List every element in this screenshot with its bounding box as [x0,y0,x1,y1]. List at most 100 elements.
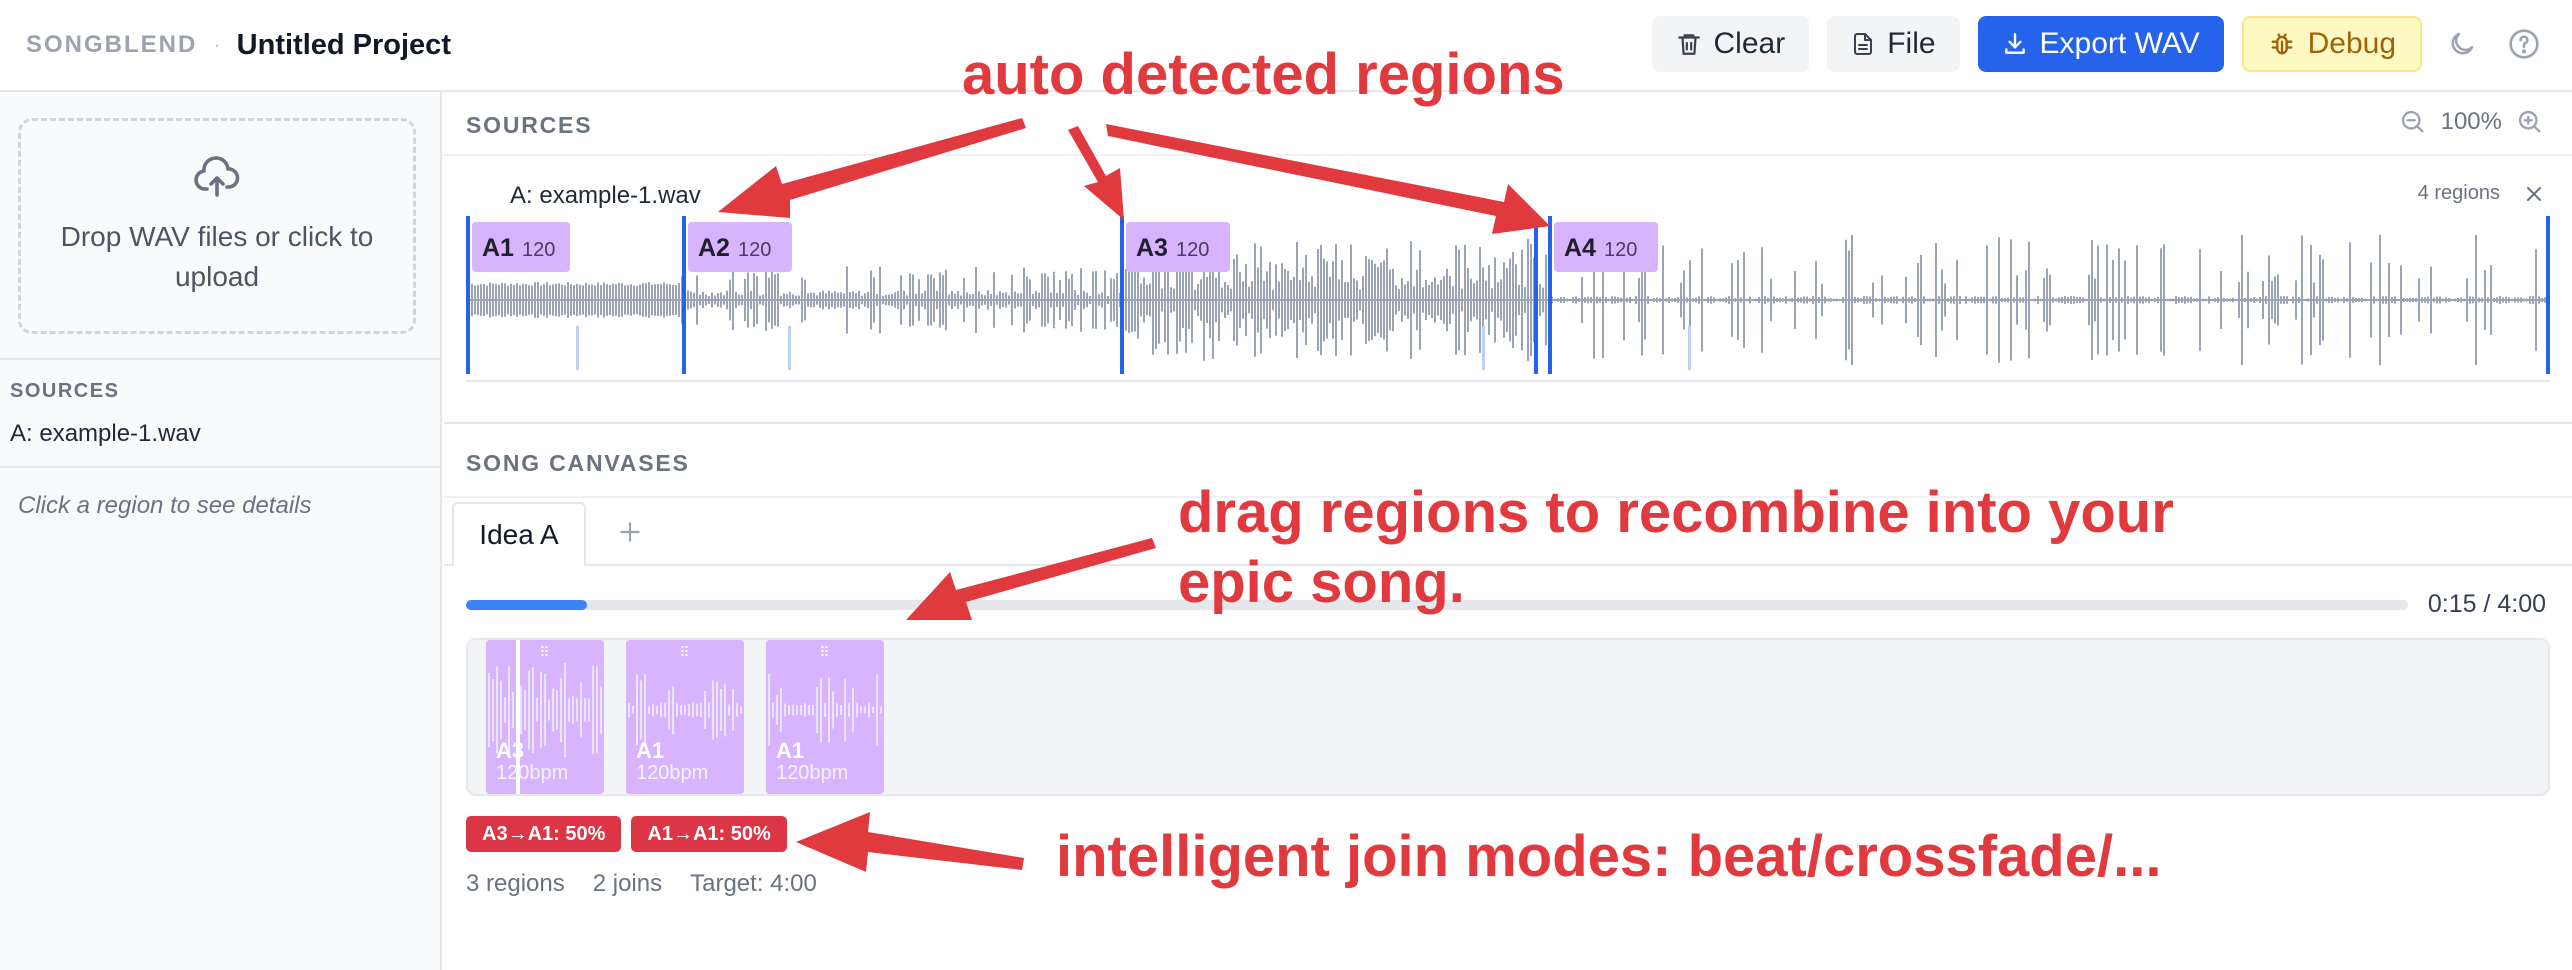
block-waveform-bar [728,704,730,716]
debug-button[interactable]: Debug [2241,16,2422,72]
playback-progress[interactable] [466,600,2408,610]
block-waveform-bar [740,706,742,714]
annotation-drag-regions-line2: epic song. [1178,550,1465,615]
add-canvas-button[interactable] [608,502,652,562]
block-waveform-bar [864,706,866,714]
region-label-box[interactable] [688,222,792,272]
export-wav-button[interactable]: Export WAV [1977,16,2224,72]
progress-fill [466,600,588,610]
block-waveform-bar [828,677,830,743]
block-waveform-bar [652,703,654,717]
region-label-box[interactable] [1126,222,1230,272]
join-chip[interactable]: A3→A1: 50% [466,816,622,852]
annotation-join-modes: intelligent join modes: beat/crossfade/.… [1056,824,2162,889]
source-item[interactable]: A: example-1.wav [10,420,201,447]
sources-label: SOURCES [10,380,120,402]
playback-time: 0:15 / 4:00 [2427,590,2546,618]
canvas-block[interactable]: ⠿ A1 120bpm [626,640,744,794]
block-waveform-bar [644,674,646,746]
block-waveform-bar [716,681,718,739]
region-boundary[interactable] [2546,216,2550,374]
join-chip[interactable]: A1→A1: 50% [631,816,787,852]
region-boundary[interactable] [682,216,686,374]
region-name: A1 [482,234,514,262]
zoom-controls: 100% [2399,108,2544,136]
block-name: A1 [636,738,665,763]
drag-handle-icon[interactable]: ⠿ [819,644,831,660]
stat-regions: 3 regions [466,870,565,897]
block-waveform-bar [508,666,510,754]
tab-idea-a[interactable]: Idea A [452,502,586,566]
block-waveform-bar [520,685,522,735]
beat-tick [1688,326,1691,370]
trash-icon [1677,34,1700,55]
block-waveform-bar [504,697,506,723]
help-button[interactable] [2502,16,2546,72]
file-button[interactable]: File [1827,16,1960,72]
block-waveform-bar [784,703,786,717]
sidebar: Drop WAV files or click to upload SOURCE… [0,92,442,970]
block-waveform-bar [880,706,882,714]
beat-tick [1482,326,1485,370]
block-waveform-bar [876,674,878,746]
region-count: 4 regions [2417,182,2500,204]
block-waveform-bar [596,666,598,754]
canvas-block[interactable]: ⠿ A3 120bpm [486,640,604,794]
join-chips: A3→A1: 50% A1→A1: 50% [466,816,787,852]
block-waveform-bar [856,702,858,718]
upload-dropzone[interactable]: Drop WAV files or click to upload [18,118,416,334]
block-waveform-bar [840,705,842,715]
block-waveform-bar [640,680,642,740]
region-boundary[interactable] [1548,216,1552,374]
block-waveform-bar [872,706,874,714]
block-waveform-bar [656,705,658,715]
block-waveform-bar [512,691,514,729]
block-waveform-bar [544,674,546,746]
theme-toggle[interactable] [2440,16,2484,72]
region-label-box[interactable] [472,222,570,272]
block-waveform-bar [536,697,538,723]
drag-handle-icon[interactable]: ⠿ [539,644,551,660]
region-boundary[interactable] [1534,216,1538,374]
block-waveform-bar [776,695,778,725]
region-label-box[interactable] [1554,222,1658,272]
debug-label: Debug [2307,27,2396,60]
close-icon[interactable] [2524,184,2544,204]
song-canvas[interactable]: ⠿ A3 120bpm ⠿ A1 120bpm ⠿ A1 120bpm [466,638,2550,796]
region-name: A4 [1564,234,1596,262]
block-waveform-bar [844,678,846,742]
divider [444,422,2572,424]
region-boundary[interactable] [1120,216,1124,374]
block-waveform-bar [600,686,602,734]
block-waveform-bar [824,703,826,717]
help-icon [2509,29,2539,59]
zoom-out-icon[interactable] [2399,108,2427,136]
stat-target: Target: 4:00 [690,870,817,897]
region-bpm: 120 [738,239,771,261]
region-boundary[interactable] [466,216,470,374]
canvases-section-title: SONG CANVASES [466,450,690,476]
canvas-block[interactable]: ⠿ A1 120bpm [766,640,884,794]
project-title[interactable]: Untitled Project [236,28,451,61]
drag-handle-icon[interactable]: ⠿ [679,644,691,660]
block-waveform [488,640,602,794]
block-waveform-bar [548,699,550,721]
block-waveform-bar [672,685,674,735]
block-waveform-bar [500,680,502,740]
block-waveform-bar [528,670,530,750]
brand-name: SONGBLEND [26,31,198,58]
block-waveform-bar [556,690,558,730]
dropzone-text: Drop WAV files or click to upload [60,221,374,292]
block-waveform-bar [552,688,554,732]
block-waveform-bar [736,703,738,717]
zoom-in-icon[interactable] [2516,108,2544,136]
block-waveform-bar [724,683,726,737]
clear-button[interactable]: Clear [1651,16,1810,72]
playhead[interactable] [516,640,520,794]
block-waveform-bar [860,706,862,714]
block-waveform-bar [584,697,586,723]
block-name: A3 [496,738,525,763]
